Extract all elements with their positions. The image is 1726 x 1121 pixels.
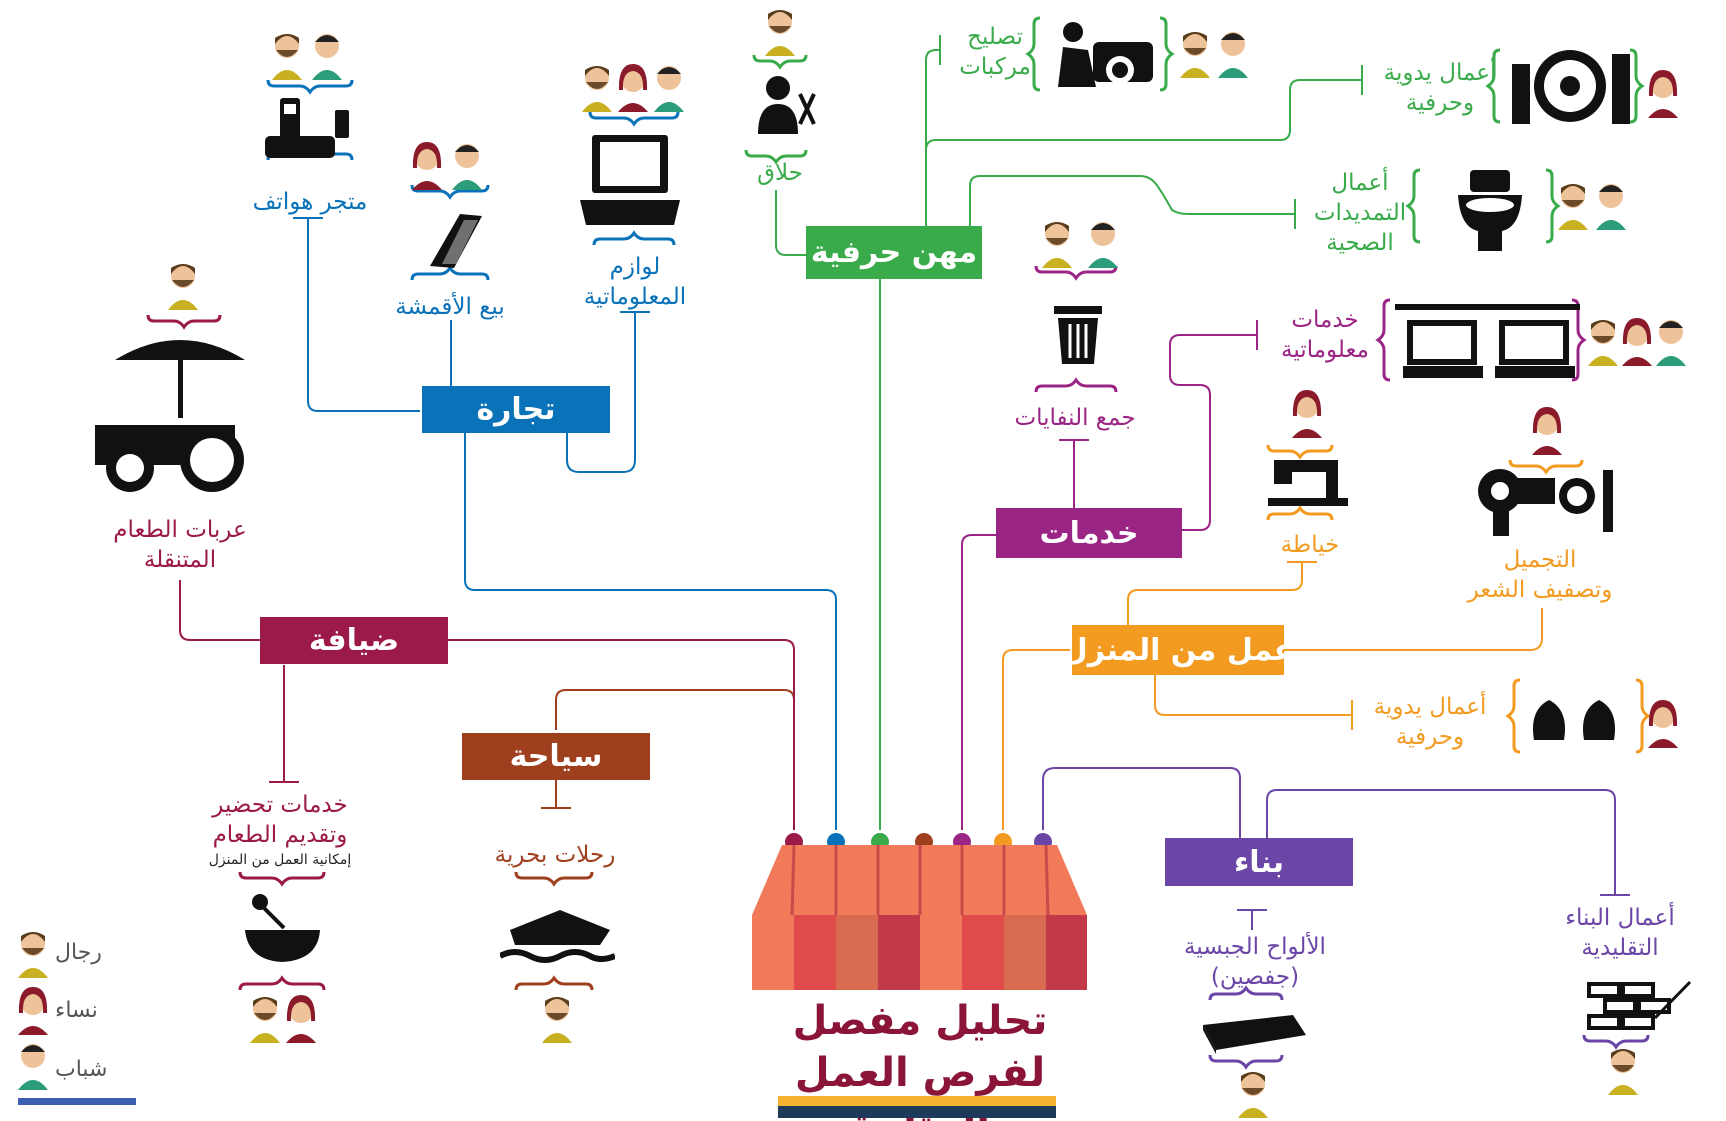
youth-avatar (1088, 222, 1118, 268)
category-trade-label: تجارة (476, 392, 556, 427)
category-construction: بناء (1165, 838, 1353, 886)
category-tourism: سياحة (462, 733, 650, 780)
man-avatar (1042, 222, 1072, 268)
bricks-icon (1587, 980, 1692, 1030)
job-waste: جمع النفايات (1014, 405, 1136, 431)
handicraft-wheel-icon (1512, 50, 1630, 124)
hands-icon (1533, 700, 1615, 740)
woman-avatar (412, 142, 442, 190)
category-hospitality-label: ضيافة (308, 623, 400, 658)
woman-avatar (1648, 700, 1678, 748)
man-avatar (765, 10, 795, 56)
job-phone-store: متجر هواتف (252, 189, 368, 215)
barber-icon (758, 76, 816, 134)
category-services-label: خدمات (1039, 515, 1139, 551)
man-avatar (582, 66, 612, 112)
man-avatar (18, 932, 48, 978)
fabric-roll-icon (430, 214, 482, 268)
woman-avatar (1532, 407, 1562, 455)
category-crafts-label: مهن حرفية (810, 235, 978, 270)
job-boat-trips: رحلات بحرية (494, 842, 616, 868)
category-home-work: عمل من المنزل (1062, 625, 1294, 675)
category-tourism-label: سياحة (509, 739, 603, 774)
phone-icon (265, 98, 349, 158)
category-home-work-label: عمل من المنزل (1061, 632, 1295, 668)
job-barber: حلاق (757, 160, 803, 186)
youth-avatar (1596, 184, 1626, 230)
title-underline-yellow (778, 1096, 1056, 1106)
man-avatar (1558, 184, 1588, 230)
man-avatar (1238, 1072, 1268, 1118)
gypsum-boards-icon (1203, 1015, 1306, 1054)
youth-avatar (1656, 320, 1686, 366)
job-sewing: خياطة (1280, 532, 1340, 558)
man-avatar (250, 997, 280, 1043)
market-awning-icon (752, 845, 1087, 990)
woman-avatar (618, 64, 648, 112)
woman-avatar (1292, 390, 1322, 438)
woman-avatar (1622, 318, 1652, 366)
hair-dryer-icon (1478, 469, 1613, 536)
category-services: خدمات (996, 508, 1182, 558)
man-avatar (1180, 32, 1210, 78)
sewing-machine-icon (1268, 460, 1348, 506)
category-hospitality: ضيافة (260, 617, 448, 664)
man-avatar (168, 264, 198, 310)
man-avatar (542, 997, 572, 1043)
legend-youth-label: شباب (55, 1057, 108, 1082)
title-line-1: تحليل مفصل (792, 998, 1048, 1044)
jet-ski-icon (500, 910, 615, 963)
cooking-pot-icon (245, 894, 320, 962)
trash-can-icon (1054, 306, 1102, 364)
woman-avatar (286, 995, 316, 1043)
man-avatar (1588, 320, 1618, 366)
toilet-icon (1458, 170, 1522, 251)
computer-workstation-icon (1395, 304, 1580, 378)
youth-avatar (18, 1044, 48, 1090)
food-cart-icon (95, 340, 245, 492)
youth-avatar (312, 34, 342, 80)
legend-men-label: رجال (55, 940, 102, 965)
youth-avatar (452, 144, 482, 190)
woman-avatar (18, 987, 48, 1035)
youth-avatar (654, 66, 684, 112)
man-avatar (1608, 1049, 1638, 1095)
youth-avatar (1218, 32, 1248, 78)
title-underline-navy (778, 1106, 1056, 1118)
category-construction-label: بناء (1233, 844, 1285, 880)
job-fabric: بيع الأقمشة (395, 294, 505, 320)
man-avatar (272, 34, 302, 80)
food-service-note: إمكانية العمل من المنزل (208, 852, 352, 868)
woman-avatar (1648, 70, 1678, 118)
category-trade: تجارة (422, 386, 610, 433)
legend-women-label: نساء (55, 998, 98, 1023)
category-crafts: مهن حرفية (806, 226, 982, 279)
mechanic-icon (1058, 22, 1153, 87)
laptop-icon (580, 135, 680, 225)
legend-divider (18, 1098, 136, 1105)
job-gypsum: الألواح الجبسية(جفصين) (1184, 934, 1326, 990)
